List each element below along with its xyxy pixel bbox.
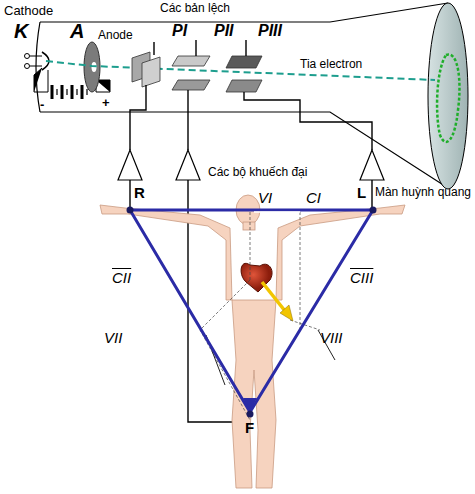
deflection-plates bbox=[132, 52, 262, 92]
lead-label: CI bbox=[306, 190, 321, 207]
trace-loop bbox=[437, 54, 459, 141]
component-name: Các bộ khuếch đại bbox=[206, 166, 309, 179]
component-name: Anode bbox=[98, 29, 133, 42]
electrode-l bbox=[370, 207, 377, 214]
lead-label: CII bbox=[112, 270, 131, 287]
lead-label: VI bbox=[258, 190, 272, 207]
component-name: Tia electron bbox=[300, 58, 362, 71]
einthoven-triangle bbox=[130, 210, 373, 412]
triangle-arrowhead bbox=[243, 398, 257, 412]
heart-vector-head bbox=[280, 305, 293, 321]
electrode-r bbox=[127, 207, 134, 214]
electrode-label: R bbox=[134, 185, 145, 202]
component-name: Cathode bbox=[4, 4, 53, 18]
projection-lines bbox=[200, 212, 320, 420]
polarity-sign: - bbox=[40, 98, 44, 112]
electrode-f bbox=[247, 411, 254, 418]
plate-label: PI bbox=[172, 22, 187, 40]
component-name: Màn huỳnh quang bbox=[375, 186, 471, 199]
lead-label: VIII bbox=[320, 330, 343, 347]
plate-label: PII bbox=[214, 22, 234, 40]
amplifiers bbox=[118, 150, 384, 180]
lead-label: CIII bbox=[350, 270, 373, 287]
plate-label: PIII bbox=[258, 22, 282, 40]
human-body bbox=[100, 195, 405, 488]
polarity-sign: + bbox=[102, 96, 110, 110]
component-name: Các bản lệch bbox=[160, 2, 230, 15]
vi-marker bbox=[254, 211, 300, 213]
electrode-label: F bbox=[245, 420, 254, 437]
lead-label: VII bbox=[104, 330, 122, 347]
fluorescent-screen bbox=[428, 3, 468, 189]
electrode-label: L bbox=[357, 185, 366, 202]
symbol-letter: K bbox=[14, 20, 28, 42]
symbol-letter: A bbox=[70, 20, 84, 42]
crt-tube bbox=[36, 3, 448, 188]
